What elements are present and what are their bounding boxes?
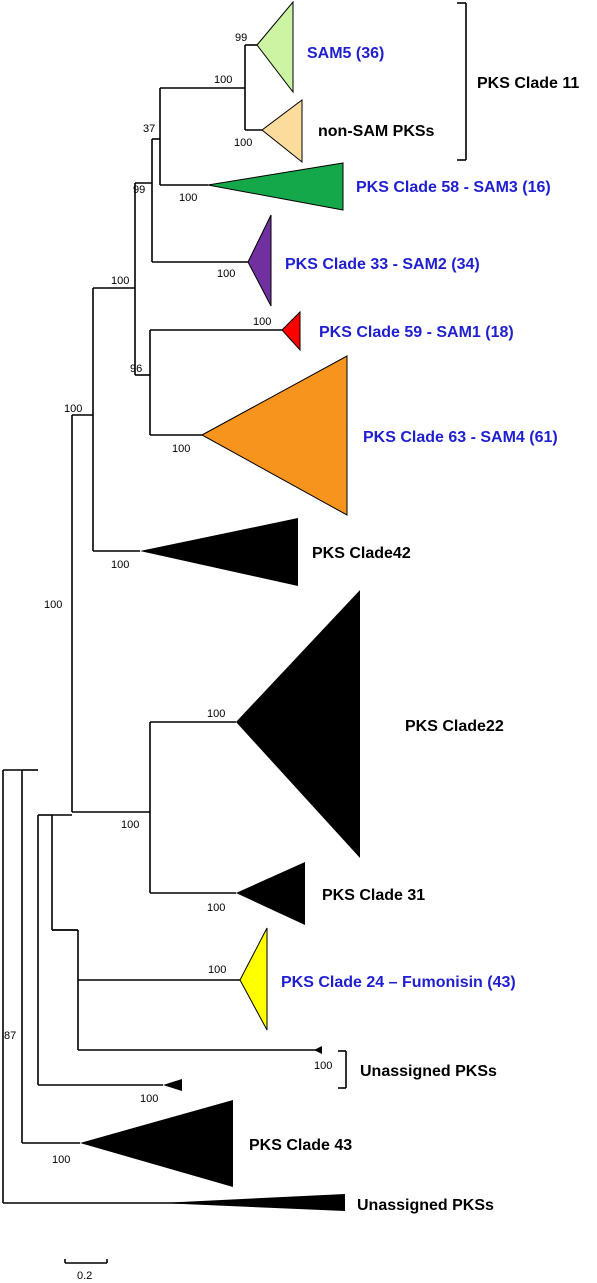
label-nonsam: non-SAM PKSs — [318, 123, 435, 140]
bootstrap-unassigned-1: 100 — [314, 1060, 332, 1072]
bootstrap-samgroup: 100 — [214, 74, 232, 86]
bootstrap-big: 100 — [44, 599, 62, 611]
triangle-unassigned-2-wedge — [160, 1194, 345, 1211]
scale-label: 0.2 — [77, 1270, 92, 1282]
label-sam3: PKS Clade 58 - SAM3 (16) — [356, 179, 551, 196]
bootstrap-sam2: 100 — [217, 268, 235, 280]
triangle-clade31 — [236, 862, 305, 925]
bootstrap-clade24: 100 — [208, 964, 226, 976]
bootstrap-clade22: 100 — [207, 708, 225, 720]
label-sam4: PKS Clade 63 - SAM4 (61) — [363, 429, 558, 446]
bootstrap-96: 96 — [130, 363, 142, 375]
label-sam1: PKS Clade 59 - SAM1 (18) — [319, 324, 514, 341]
bootstrap-sam5: 99 — [235, 32, 247, 44]
triangle-unassigned-1 — [314, 1046, 322, 1054]
clade-triangles — [80, 0, 360, 1187]
label-unassigned-2: Unassigned PKSs — [357, 1197, 494, 1214]
triangle-sam4 — [200, 355, 348, 516]
bootstrap-sam3: 100 — [179, 192, 197, 204]
clade11-bracket — [457, 2, 467, 161]
triangle-small-leaf — [163, 1079, 182, 1091]
bootstrap-clade31: 100 — [207, 902, 225, 914]
triangle-sam2 — [247, 214, 272, 307]
triangle-sam5 — [256, 0, 294, 94]
triangle-clade24 — [239, 927, 268, 1031]
label-clade31: PKS Clade 31 — [322, 887, 425, 904]
triangle-clade43 — [80, 1100, 233, 1187]
bootstrap-nonsam: 100 — [234, 137, 252, 149]
label-clade11: PKS Clade 11 — [477, 75, 579, 92]
triangle-sam1 — [281, 310, 301, 352]
scale-bar: 0.2 — [64, 1259, 108, 1282]
label-clade43: PKS Clade 43 — [249, 1137, 352, 1154]
tree-branches — [2, 44, 345, 1204]
bootstrap-values: 99 100 100 37 100 99 100 100 100 96 100 … — [4, 32, 332, 1166]
triangle-nonsam — [261, 99, 303, 164]
bootstrap-clade43: 100 — [52, 1154, 70, 1166]
bootstrap-22-31: 100 — [121, 819, 139, 831]
bootstrap-clade42: 100 — [111, 559, 129, 571]
bootstrap-sam4: 100 — [172, 443, 190, 455]
triangle-clade22 — [236, 590, 360, 858]
triangle-clade42 — [140, 518, 298, 586]
bootstrap-small-leaf: 100 — [140, 1093, 158, 1105]
bootstrap-upper: 100 — [111, 275, 129, 287]
label-clade42: PKS Clade42 — [312, 545, 411, 562]
label-sam2: PKS Clade 33 - SAM2 (34) — [285, 256, 480, 273]
bootstrap-main: 100 — [64, 403, 82, 415]
label-clade24: PKS Clade 24 – Fumonisin (43) — [281, 974, 516, 991]
bootstrap-99: 99 — [133, 184, 145, 196]
label-sam5: SAM5 (36) — [307, 45, 384, 62]
label-unassigned-1: Unassigned PKSs — [360, 1063, 497, 1080]
bootstrap-37: 37 — [143, 123, 155, 135]
unassigned-bracket — [338, 1050, 347, 1089]
label-clade22: PKS Clade22 — [405, 718, 504, 735]
bootstrap-87: 87 — [4, 1030, 16, 1042]
triangle-sam3 — [207, 162, 344, 211]
bootstrap-sam1: 100 — [253, 316, 271, 328]
clade-labels: SAM5 (36) non-SAM PKSs PKS Clade 11 PKS … — [249, 45, 579, 1214]
